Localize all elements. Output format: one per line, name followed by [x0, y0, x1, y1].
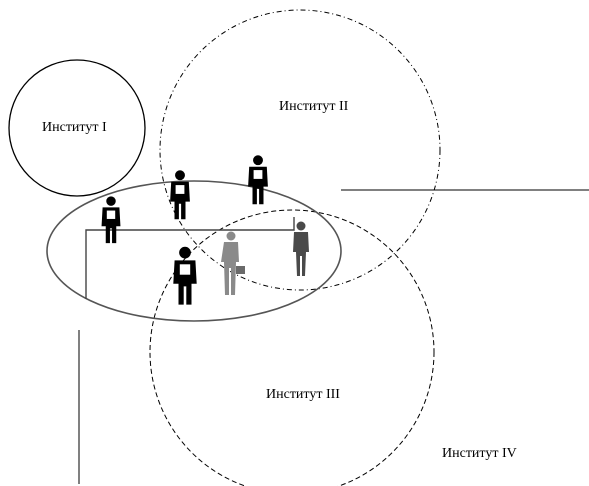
institute-3-circle [149, 209, 435, 486]
institute-1-circle [8, 59, 146, 197]
group-ellipse [46, 180, 342, 322]
label-institute-2: Институт II [279, 99, 349, 114]
person-figure [101, 196, 121, 244]
person-figure [248, 155, 268, 205]
label-institute-4: Институт IV [442, 446, 517, 461]
person-figure [170, 170, 190, 220]
institute-2-circle [159, 9, 441, 291]
person-figure-grey [293, 221, 309, 276]
person-with-briefcase-figure [221, 231, 245, 295]
person-figure [173, 246, 197, 305]
label-institute-1: Институт I [42, 120, 107, 135]
label-institute-3: Институт III [266, 387, 340, 402]
group-frame [85, 217, 295, 299]
